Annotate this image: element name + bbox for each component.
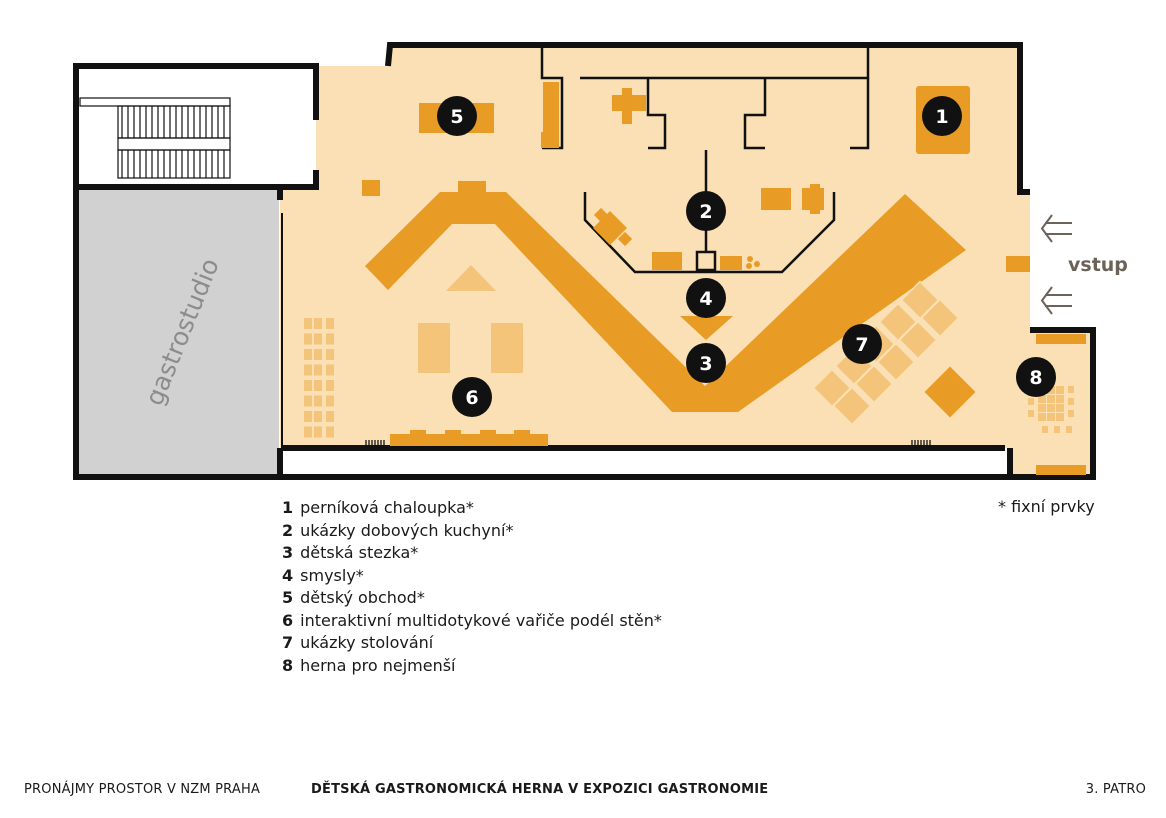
legend-label: interaktivní multidotykové vařiče podél …: [300, 610, 662, 630]
staircase: [79, 97, 231, 179]
entrance-arrows: [1040, 214, 1072, 315]
legend-number: 3: [282, 543, 294, 562]
marker-3: 3: [686, 343, 726, 383]
marker-number: 2: [699, 201, 712, 223]
legend-number: 7: [282, 633, 294, 652]
legend-item: 2 ukázky dobových kuchyní*: [282, 520, 662, 543]
legend-label: dětský obchod*: [300, 588, 425, 607]
legend-number: 5: [282, 588, 294, 607]
marker-number: 6: [465, 387, 478, 409]
markers: 1 2 3 4 5 6 7 8: [437, 96, 1056, 417]
marker-number: 8: [1029, 367, 1042, 389]
legend-number: 6: [282, 610, 294, 630]
fixed-elements-note: * fixní prvky: [998, 497, 1095, 516]
marker-6: 6: [452, 377, 492, 417]
footer-left: PRONÁJMY PROSTOR V NZM PRAHA: [24, 782, 261, 797]
legend-label: dětská stezka*: [300, 543, 419, 562]
legend: 1 perníková chaloupka* 2 ukázky dobových ku…: [282, 497, 662, 677]
legend-label: ukázky dobových kuchyní*: [300, 520, 514, 540]
children-trail: [365, 192, 966, 412]
gastrostudio-room: [76, 187, 279, 477]
radiators: [365, 440, 931, 446]
legend-label: herna pro nejmenší: [300, 655, 456, 675]
legend-label: smysly*: [300, 565, 364, 585]
entrance-label: vstup: [1068, 254, 1128, 276]
legend-item: 3 dětská stezka*: [282, 542, 662, 565]
legend-item: 1 perníková chaloupka*: [282, 497, 662, 520]
legend-item: 5 dětský obchod*: [282, 587, 662, 610]
senses-arrow: [680, 316, 733, 340]
marker-2: 2: [686, 191, 726, 231]
marker-5: 5: [437, 96, 477, 136]
marker-number: 7: [855, 334, 868, 356]
legend-item: 7 ukázky stolování: [282, 632, 662, 655]
walls: [73, 42, 1096, 480]
legend-label: ukázky stolování: [300, 633, 434, 652]
legend-number: 1: [282, 498, 294, 517]
legend-item: 8 herna pro nejmenší: [282, 655, 662, 678]
legend-item: 6 interaktivní multidotykové vařiče podél…: [282, 610, 662, 633]
footer-title: DĚTSKÁ GASTRONOMICKÁ HERNA V EXPOZICI GA…: [311, 782, 769, 797]
legend-label: perníková chaloupka*: [300, 498, 474, 517]
marker-8: 8: [1016, 357, 1056, 397]
marker-number: 5: [450, 106, 463, 128]
footer-floor: 3. PATRO: [1085, 782, 1146, 797]
south-corridor: [286, 452, 1006, 474]
marker-number: 3: [699, 353, 712, 375]
legend-item: 4 smysly*: [282, 565, 662, 588]
legend-number: 2: [282, 520, 294, 540]
marker-1: 1: [922, 96, 962, 136]
legend-number: 8: [282, 655, 294, 675]
marker-number: 4: [699, 288, 712, 310]
marker-number: 1: [935, 106, 948, 128]
marker-4: 4: [686, 278, 726, 318]
light-exhibits: [304, 265, 1074, 438]
legend-number: 4: [282, 565, 294, 585]
marker-7: 7: [842, 324, 882, 364]
